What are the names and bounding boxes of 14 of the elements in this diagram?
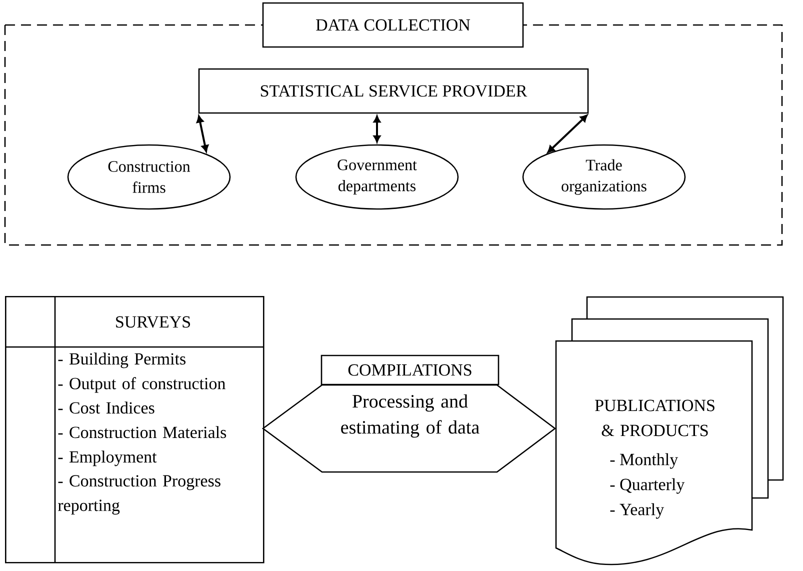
list-item: - Quarterly: [610, 478, 685, 494]
double-arrow: [196, 116, 209, 152]
list-item: - Construction Progress reporting: [58, 475, 220, 515]
list-item: - Monthly: [610, 453, 678, 469]
process-box: STATISTICAL SERVICE PROVIDER: [198, 68, 589, 114]
list-item: - Yearly: [610, 503, 664, 519]
list-item: - Construction Materials: [58, 426, 226, 438]
list-item: - Output of construction: [58, 377, 226, 393]
double-arrow: [373, 116, 381, 142]
double-arrow: [547, 114, 588, 153]
list-item: - Building Permits: [58, 352, 186, 368]
list-item: - Cost Indices: [58, 402, 154, 414]
node-label: COMPILATIONS: [348, 364, 472, 376]
list-item: - Employment: [58, 450, 157, 466]
